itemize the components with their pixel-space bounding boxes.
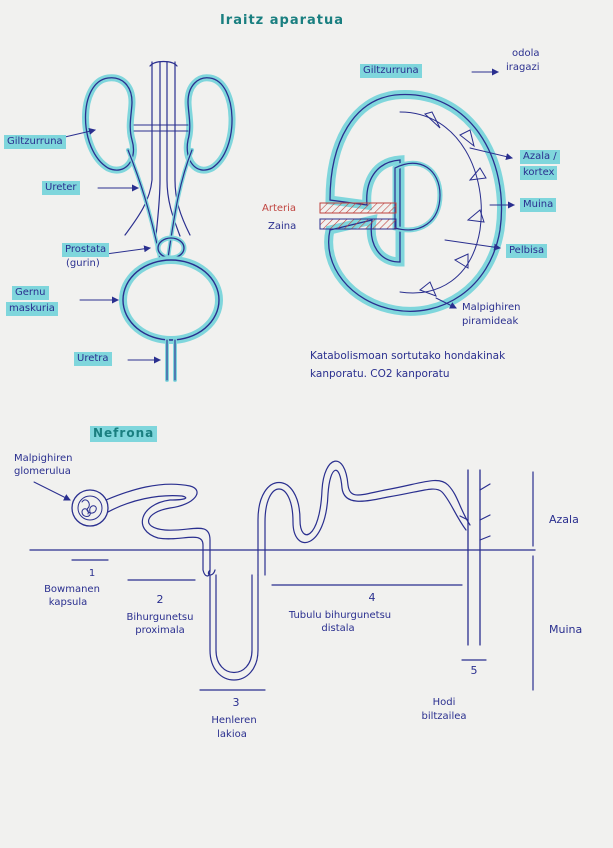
part-5-label-1: Hodi bbox=[432, 697, 456, 708]
part-2-number: 2 bbox=[156, 593, 164, 606]
part-1-number: 1 bbox=[88, 568, 96, 579]
label-glomerulus-2: glomerulua bbox=[14, 466, 71, 477]
label-pelvis: Pelbisa bbox=[506, 244, 548, 258]
label-cortex-2: kortex bbox=[520, 166, 558, 180]
label-urethra: Uretra bbox=[74, 352, 112, 366]
label-kidney-note-2: iragazi bbox=[506, 62, 540, 73]
label-medulla: Muina bbox=[520, 198, 557, 212]
label-prostate: Prostata bbox=[62, 243, 110, 257]
part-3-number: 3 bbox=[232, 696, 240, 709]
kidney-note-line2: kanporatu. CO2 kanporatu bbox=[310, 368, 450, 380]
label-zone-medulla: Muina bbox=[549, 623, 583, 636]
label-zone-cortex: Azala bbox=[549, 513, 579, 526]
part-3-label-2: lakioa bbox=[217, 729, 247, 740]
label-bladder-line1: Gernu bbox=[12, 286, 49, 300]
part-5-label-2: biltzailea bbox=[421, 711, 467, 722]
label-pyramids-2: piramideak bbox=[462, 316, 519, 327]
urinary-system-diagram bbox=[51, 60, 236, 382]
part-2-label-1: Bihurgunetsu bbox=[126, 612, 194, 623]
nephron-diagram bbox=[29, 460, 536, 691]
left-kidney bbox=[82, 74, 137, 174]
proximal-tubule bbox=[105, 483, 216, 576]
kidney-section-diagram bbox=[319, 68, 515, 316]
part-1-label-2: kapsula bbox=[48, 597, 88, 608]
kidney-cortex-line bbox=[399, 111, 482, 294]
bowman-capsule bbox=[71, 489, 109, 527]
right-kidney bbox=[183, 74, 236, 174]
renal-artery bbox=[319, 202, 397, 214]
part-5-number: 5 bbox=[470, 664, 478, 677]
urethra bbox=[165, 338, 177, 382]
nephron-title: Nefrona bbox=[90, 426, 158, 442]
label-artery: Arteria bbox=[262, 203, 297, 214]
label-pyramids-1: Malpighiren bbox=[462, 302, 521, 313]
kidney-note-line1: Katabolismoan sortutako hondakinak bbox=[310, 350, 506, 362]
label-kidney-note-1: odola bbox=[512, 48, 540, 59]
renal-pyramids bbox=[419, 111, 487, 297]
glomerulus-capillaries bbox=[81, 499, 97, 517]
label-vein: Zaina bbox=[268, 221, 297, 232]
part-3-label-1: Henleren bbox=[211, 715, 257, 726]
part-4-number: 4 bbox=[368, 591, 376, 604]
loop-of-henle bbox=[209, 574, 259, 681]
renal-vein bbox=[319, 218, 397, 230]
part-2-label-2: proximala bbox=[135, 625, 185, 636]
page-title: Iraitz aparatua bbox=[219, 13, 345, 28]
label-kidney: Giltzurruna bbox=[4, 135, 66, 149]
left-ureter bbox=[126, 148, 162, 260]
part-4-label-1: Tubulu bihurgunetsu bbox=[288, 610, 392, 621]
label-bladder-line2: maskuria bbox=[6, 302, 58, 316]
label-cortex-1: Azala / bbox=[520, 150, 560, 164]
label-ureter: Ureter bbox=[42, 181, 80, 195]
label-kidney-section: Giltzurruna bbox=[360, 64, 422, 78]
part-4-label-2: distala bbox=[321, 623, 355, 634]
collecting-duct bbox=[467, 469, 481, 646]
part-1-label-1: Bowmanen bbox=[44, 584, 100, 595]
label-glomerulus-1: Malpighiren bbox=[14, 453, 73, 464]
distal-tubule bbox=[257, 460, 471, 576]
label-prostate-alt: (gurin) bbox=[66, 258, 100, 269]
